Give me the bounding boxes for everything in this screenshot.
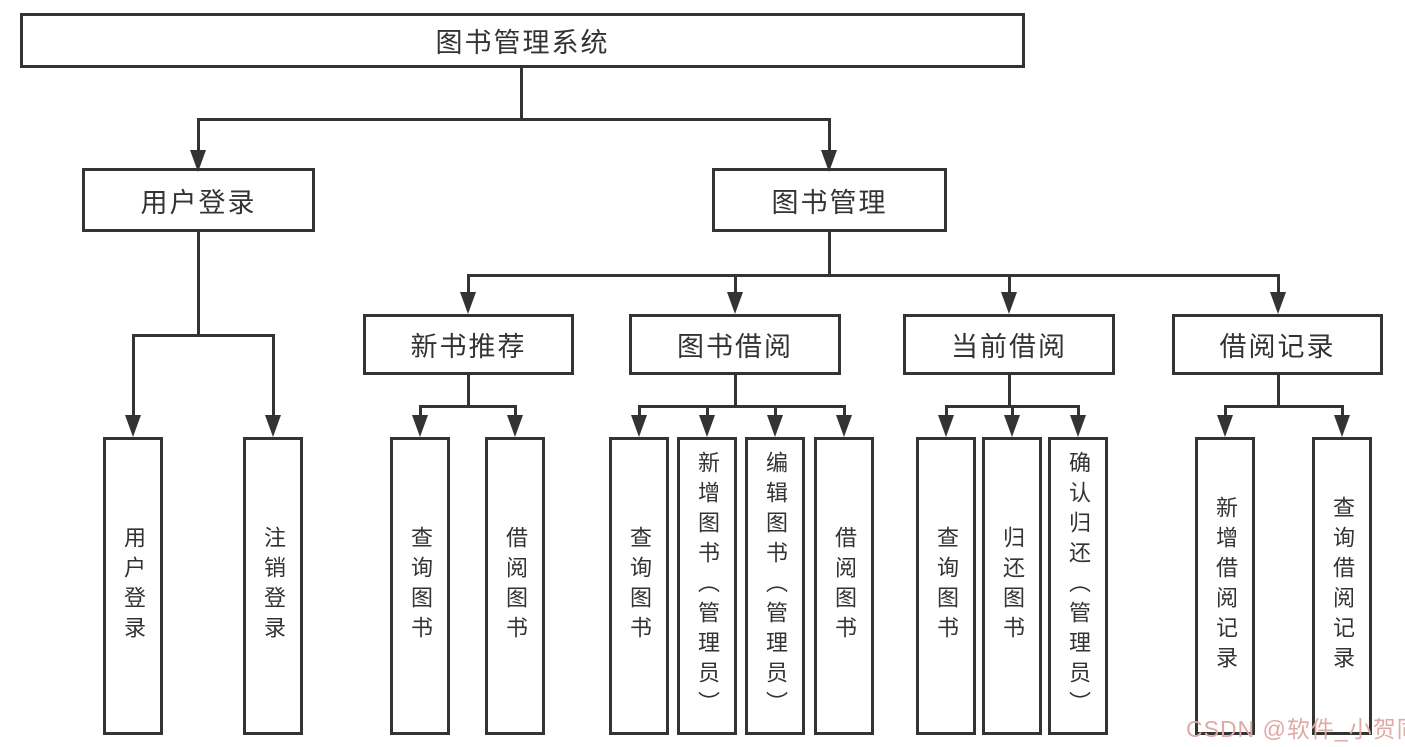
leaf-query-borrow-record-label: 查询借阅记录 [1330,496,1355,676]
connector-user-login-stem [197,231,200,337]
leaf-edit-books-admin: 编辑图书（管理员） [745,437,805,735]
node-book-borrow-label: 图书借阅 [677,332,793,362]
watermark: CSDN @软件_小贺同学 [1186,716,1405,742]
arrow-to-user-login [190,118,206,172]
arrowhead-icon [190,150,206,172]
arrow-to-borrow-records [1270,274,1286,314]
arrow-to-current-borrow [1001,274,1017,314]
leaf-borrow-query-books-label: 查询图书 [627,526,652,646]
leaf-query-borrow-record: 查询借阅记录 [1312,437,1372,735]
node-new-book-recommend-label: 新书推荐 [410,332,527,362]
arrowhead-icon [125,415,141,437]
arrowhead-icon [821,150,837,172]
connector-current-borrow-stem [1008,373,1011,408]
leaf-recommend-borrow-books-label: 借阅图书 [503,526,528,646]
arrow-to-borrow-query [631,405,647,437]
leaf-borrow-books-label: 借阅图书 [832,526,857,646]
node-current-borrow-label: 当前借阅 [951,332,1067,362]
node-book-management: 图书管理 [712,168,947,232]
connector-recommend-stem [467,373,470,408]
leaf-logout: 注销登录 [243,437,303,735]
arrowhead-icon [699,415,715,437]
arrowhead-icon [1217,415,1233,437]
arrowhead-icon [1270,292,1286,314]
leaf-borrow-books: 借阅图书 [814,437,874,735]
arrowhead-icon [727,292,743,314]
connector-book-management-stem [828,231,831,277]
arrowhead-icon [1004,415,1020,437]
leaf-user-login: 用户登录 [103,437,163,735]
arrow-to-leaf-user-login [125,334,141,437]
connector-root-stem [520,66,523,120]
leaf-user-login-label: 用户登录 [121,526,146,646]
node-root: 图书管理系统 [20,13,1025,68]
arrowhead-icon [1070,415,1086,437]
arrow-to-new-book-recommend [460,274,476,314]
arrow-to-borrow-books [836,405,852,437]
arrowhead-icon [1334,415,1350,437]
leaf-add-books-admin: 新增图书（管理员） [677,437,737,735]
leaf-recommend-query-books: 查询图书 [390,437,450,735]
leaf-current-query-books: 查询图书 [916,437,976,735]
connector-user-login-rail [132,334,275,337]
arrow-to-recommend-borrow [507,405,523,437]
arrowhead-icon [460,292,476,314]
node-borrow-records: 借阅记录 [1172,314,1383,375]
leaf-confirm-return-admin-label: 确认归还（管理员） [1066,451,1091,721]
connector-borrow-records-rail [1224,405,1344,408]
leaf-borrow-query-books: 查询图书 [609,437,669,735]
leaf-add-borrow-record: 新增借阅记录 [1195,437,1255,735]
leaf-return-books-label: 归还图书 [1000,526,1025,646]
connector-book-borrow-stem [734,373,737,408]
arrowhead-icon [507,415,523,437]
leaf-add-borrow-record-label: 新增借阅记录 [1213,496,1238,676]
arrowhead-icon [265,415,281,437]
arrow-to-book-management [821,118,837,172]
arrow-to-query-record [1334,405,1350,437]
leaf-logout-label: 注销登录 [261,526,286,646]
leaf-add-books-admin-label: 新增图书（管理员） [695,451,720,721]
node-user-login-label: 用户登录 [140,187,257,218]
node-current-borrow: 当前借阅 [903,314,1115,375]
leaf-edit-books-admin-label: 编辑图书（管理员） [763,451,788,721]
arrowhead-icon [631,415,647,437]
arrow-to-return-books [1004,405,1020,437]
node-root-label: 图书管理系统 [435,28,610,58]
node-book-borrow: 图书借阅 [629,314,841,375]
arrowhead-icon [938,415,954,437]
connector-recommend-rail [419,405,517,408]
arrowhead-icon [1001,292,1017,314]
arrowhead-icon [767,415,783,437]
arrowhead-icon [412,415,428,437]
leaf-recommend-query-books-label: 查询图书 [408,526,433,646]
node-borrow-records-label: 借阅记录 [1219,332,1336,362]
arrowhead-icon [836,415,852,437]
arrow-to-edit-books [767,405,783,437]
arrow-to-book-borrow [727,274,743,314]
arrow-to-add-record [1217,405,1233,437]
arrow-to-confirm-return [1070,405,1086,437]
node-user-login: 用户登录 [82,168,315,232]
connector-level2-rail [467,274,1280,277]
leaf-recommend-borrow-books: 借阅图书 [485,437,545,735]
leaf-current-query-books-label: 查询图书 [934,526,959,646]
leaf-return-books: 归还图书 [982,437,1042,735]
connector-level1-rail [197,118,831,121]
arrow-to-add-books [699,405,715,437]
arrow-to-recommend-query [412,405,428,437]
arrow-to-current-query [938,405,954,437]
connector-book-borrow-rail [638,405,846,408]
node-new-book-recommend: 新书推荐 [363,314,574,375]
connector-borrow-records-stem [1277,373,1280,408]
leaf-confirm-return-admin: 确认归还（管理员） [1048,437,1108,735]
arrow-to-leaf-logout [265,334,281,437]
node-book-management-label: 图书管理 [771,187,888,218]
